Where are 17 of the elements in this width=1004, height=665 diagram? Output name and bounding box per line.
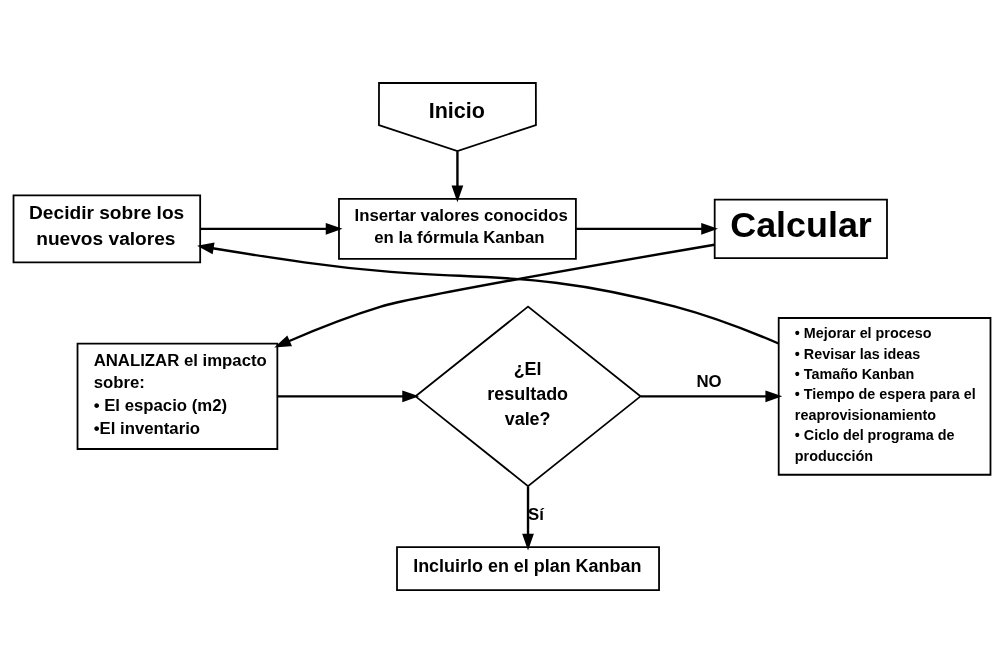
node-box: Calcular — [713, 198, 888, 259]
arrow — [277, 390, 420, 402]
arrow — [197, 242, 779, 345]
node-diamond: ¿El resultado vale? — [414, 305, 642, 487]
arrow — [274, 243, 715, 348]
node-box: Incluirlo en el plan Kanban — [396, 545, 660, 591]
node-box: Insertar valores conocidos en la fórmula Kanban — [338, 197, 577, 260]
node-box: • Mejorar el proceso • Revisar las ideas • Tamaño Kanban • Tiempo de espera para el reaprovisionamiento • Ciclo del programa de producción — [777, 316, 992, 476]
arrow — [522, 486, 534, 550]
arrow — [576, 222, 718, 235]
arrow — [451, 150, 464, 202]
arrow — [200, 222, 343, 235]
node-box: ANALIZAR el impacto sobre: • El espacio (m2) •El inventario — [76, 342, 279, 450]
edge-label: NO — [696, 371, 722, 391]
arrow — [640, 390, 783, 402]
edge-label: Sí — [528, 504, 544, 524]
node-box: Decidir sobre los nuevos valores — [12, 193, 202, 263]
